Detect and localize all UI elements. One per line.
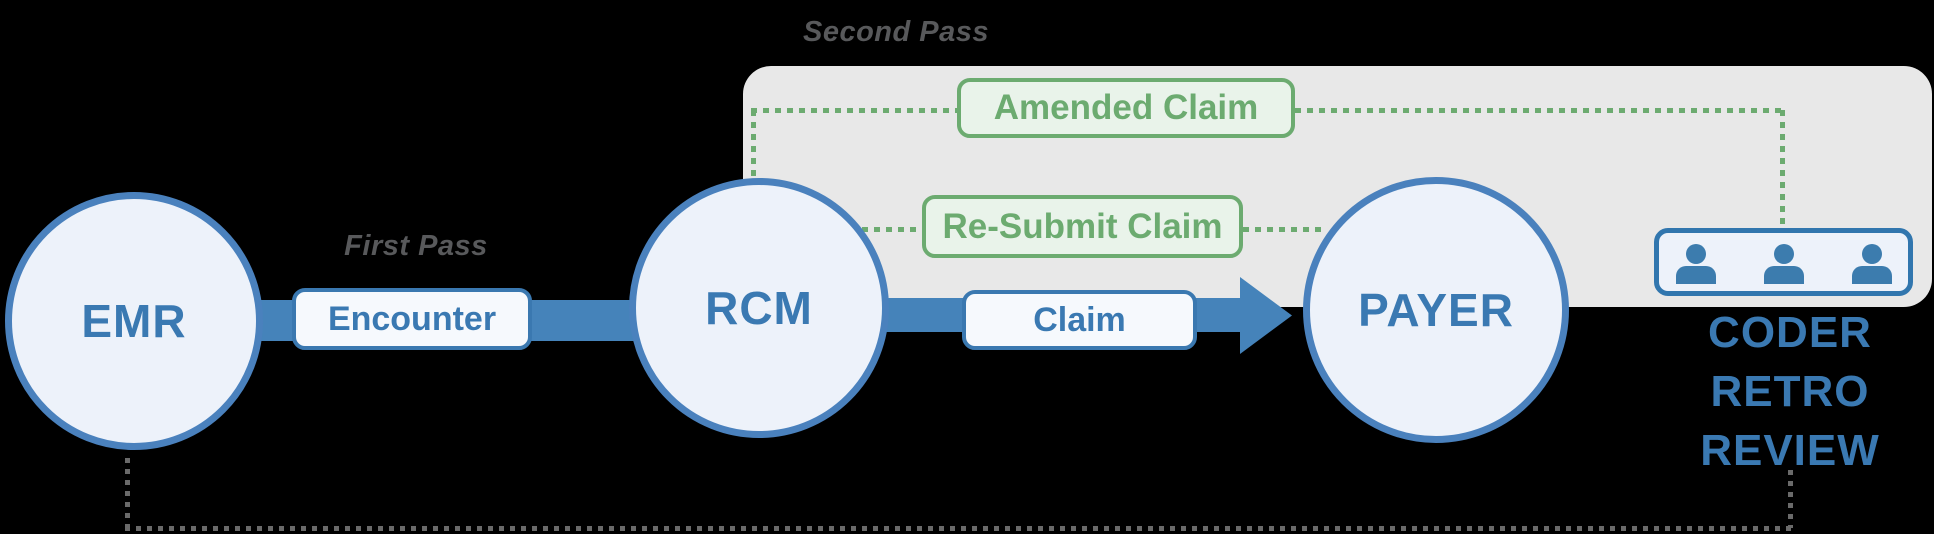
claim-label: Claim (1033, 300, 1126, 339)
amended-claim-box: Amended Claim (957, 78, 1295, 138)
resubmit-claim-connector-left (862, 227, 922, 232)
encounter-box: Encounter (292, 288, 532, 350)
feedback-loop-emr-vertical (125, 458, 130, 528)
rcm-node: RCM (629, 178, 889, 438)
emr-label: EMR (81, 295, 187, 347)
amended-claim-connector-left (751, 108, 957, 113)
coder-retro-review-caption: CODER RETRO REVIEW (1675, 303, 1905, 480)
resubmit-claim-box: Re-Submit Claim (922, 195, 1243, 258)
first-pass-label: First Pass (344, 230, 488, 262)
payer-node: PAYER (1303, 177, 1569, 443)
payer-label: PAYER (1358, 284, 1514, 336)
coder-team-box (1654, 228, 1913, 296)
feedback-loop-coder-vertical (1788, 470, 1793, 528)
encounter-label: Encounter (327, 299, 497, 338)
coder-caption-line3: REVIEW (1700, 426, 1880, 475)
amended-claim-label: Amended Claim (993, 88, 1259, 127)
resubmit-claim-connector-right (1243, 227, 1327, 232)
coder-caption-line1: CODER (1708, 308, 1872, 357)
amended-claim-connector-right (1295, 108, 1785, 113)
emr-node: EMR (5, 192, 263, 450)
amended-claim-connector-right-vertical (1780, 110, 1785, 224)
feedback-loop-bottom (125, 526, 1793, 531)
coder-caption-line2: RETRO (1710, 367, 1870, 416)
person-icon (1761, 244, 1807, 284)
resubmit-claim-label: Re-Submit Claim (942, 206, 1223, 246)
amended-claim-connector-left-vertical (751, 110, 756, 178)
claim-box: Claim (962, 290, 1197, 350)
rcm-label: RCM (705, 282, 813, 334)
second-pass-label: Second Pass (802, 16, 990, 48)
person-icon (1673, 244, 1719, 284)
person-icon (1849, 244, 1895, 284)
